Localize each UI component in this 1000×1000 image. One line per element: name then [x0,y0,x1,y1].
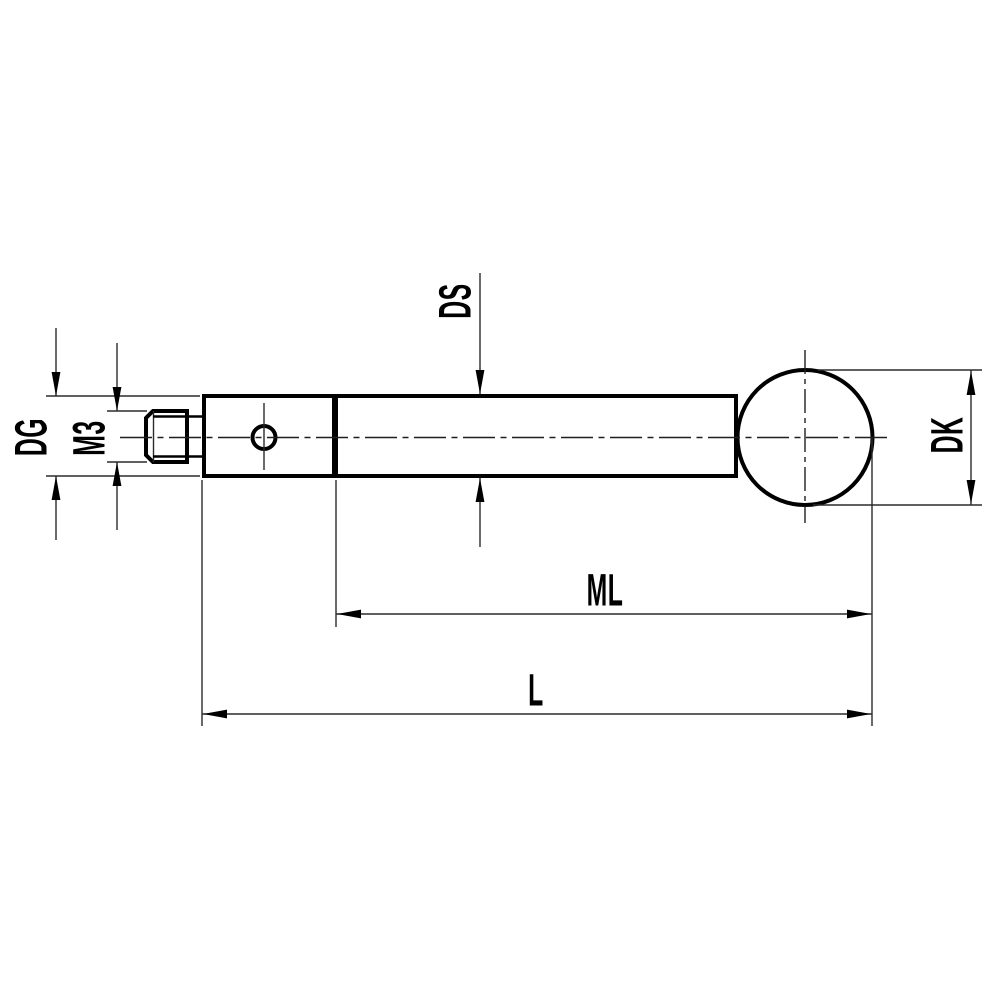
dimension-ds [475,273,485,547]
dim-label-dg: DG [6,418,57,456]
dim-label-dk: DK [922,417,973,454]
centerlines [120,350,890,523]
thread-stud [144,409,204,464]
dimension-ml [335,438,873,726]
dimension-dk [813,369,982,506]
dim-label-m3: M3 [64,420,115,455]
dim-label-ds: DS [430,283,481,318]
dim-label-l: L [528,665,544,716]
dimension-m3 [107,343,147,530]
dim-label-ml: ML [587,565,624,616]
dimension-dg [46,328,200,540]
dimension-l [201,480,872,726]
